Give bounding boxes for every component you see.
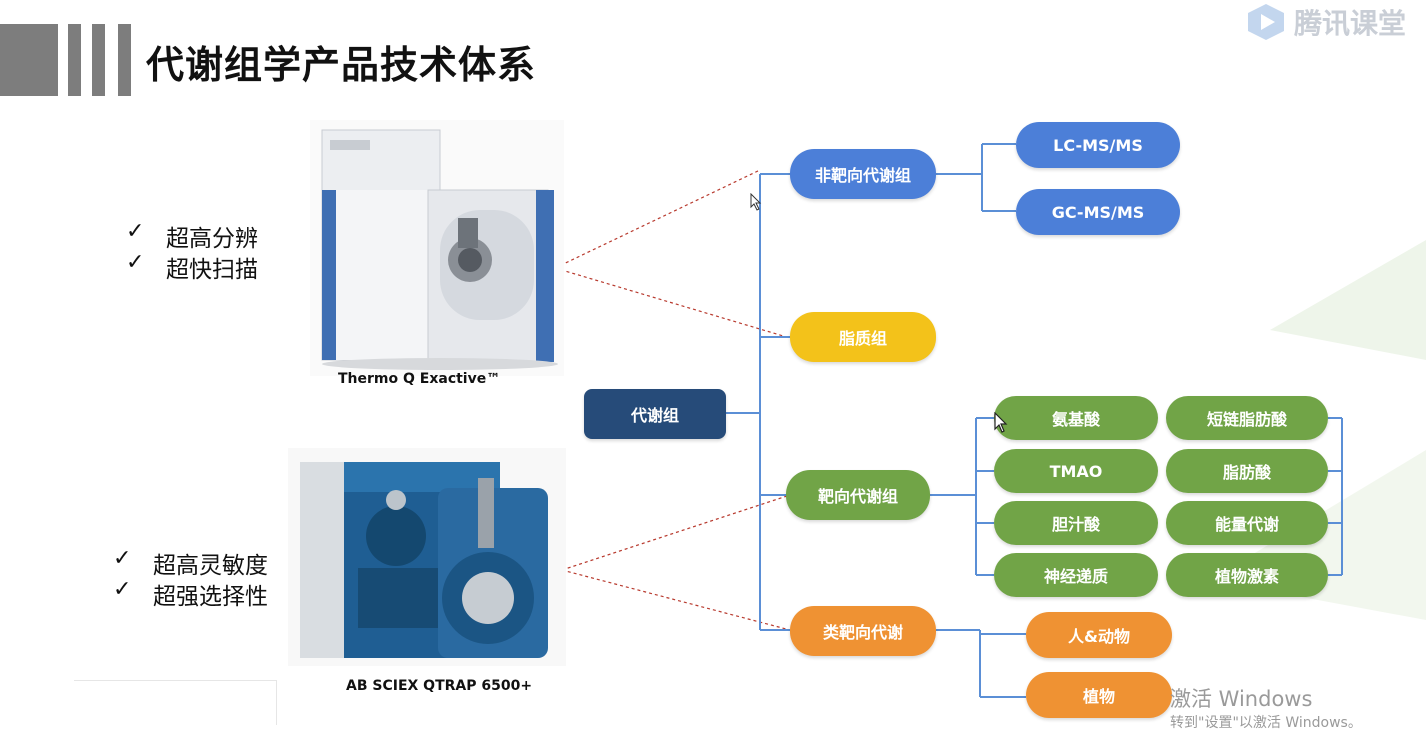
checkmark-icon: ✓ (113, 546, 132, 571)
untargeted-node: 非靶向代谢组 (790, 149, 936, 199)
header-bar-wide (0, 24, 58, 96)
checkmark-icon: ✓ (126, 250, 145, 275)
neurotransmitter-node: 神经递质 (994, 553, 1158, 597)
energy-metabolism-node: 能量代谢 (1166, 501, 1328, 545)
amino-acid-node: 氨基酸 (994, 396, 1158, 440)
gc-ms-node: GC-MS/MS (1016, 189, 1180, 235)
ab-sciex-qtrap-image (288, 448, 566, 666)
fatty-acid-node: 脂肪酸 (1166, 449, 1328, 493)
feature-item: ✓ 超强选择性 (113, 577, 268, 611)
feature-item: ✓ 超快扫描 (126, 250, 258, 284)
plant-node: 植物 (1026, 672, 1172, 718)
header-bar-3 (118, 24, 131, 96)
checkmark-icon: ✓ (113, 577, 132, 602)
page-title: 代谢组学产品技术体系 (146, 43, 537, 87)
feature-item: ✓ 超高分辨 (126, 219, 258, 253)
instrument-caption-sciex: AB SCIEX QTRAP 6500+ (346, 678, 533, 694)
feature-label: 超强选择性 (153, 584, 268, 610)
header-bar-2 (92, 24, 105, 96)
mouse-cursor-icon (750, 193, 762, 211)
lipidomics-node: 脂质组 (790, 312, 936, 362)
human-animal-node: 人&动物 (1026, 612, 1172, 658)
plant-hormone-node: 植物激素 (1166, 553, 1328, 597)
feature-item: ✓ 超高灵敏度 (113, 546, 268, 580)
header-bar-1 (68, 24, 81, 96)
scfa-node: 短链脂肪酸 (1166, 396, 1328, 440)
mouse-cursor-icon (994, 412, 1008, 433)
pseudo-targeted-node: 类靶向代谢 (790, 606, 936, 656)
logo-text: 腾讯课堂 (1294, 7, 1407, 40)
tmao-node: TMAO (994, 449, 1158, 493)
feature-label: 超高灵敏度 (153, 553, 268, 579)
windows-activation-title: 激活 Windows (1170, 687, 1313, 711)
root-node: 代谢组 (584, 389, 726, 439)
lc-ms-node: LC-MS/MS (1016, 122, 1180, 168)
bile-acid-node: 胆汁酸 (994, 501, 1158, 545)
faint-frame (74, 680, 277, 725)
thermo-q-exactive-image (310, 120, 564, 376)
instrument-caption-thermo: Thermo Q Exactive™ (338, 371, 501, 387)
checkmark-icon: ✓ (126, 219, 145, 244)
play-hexagon-icon (1248, 4, 1284, 40)
feature-label: 超高分辨 (166, 226, 258, 252)
feature-label: 超快扫描 (166, 257, 258, 283)
tencent-classroom-logo: 腾讯课堂 (1244, 2, 1406, 42)
windows-activation-subtitle: 转到"设置"以激活 Windows。 (1170, 715, 1362, 731)
targeted-node: 靶向代谢组 (786, 470, 930, 520)
